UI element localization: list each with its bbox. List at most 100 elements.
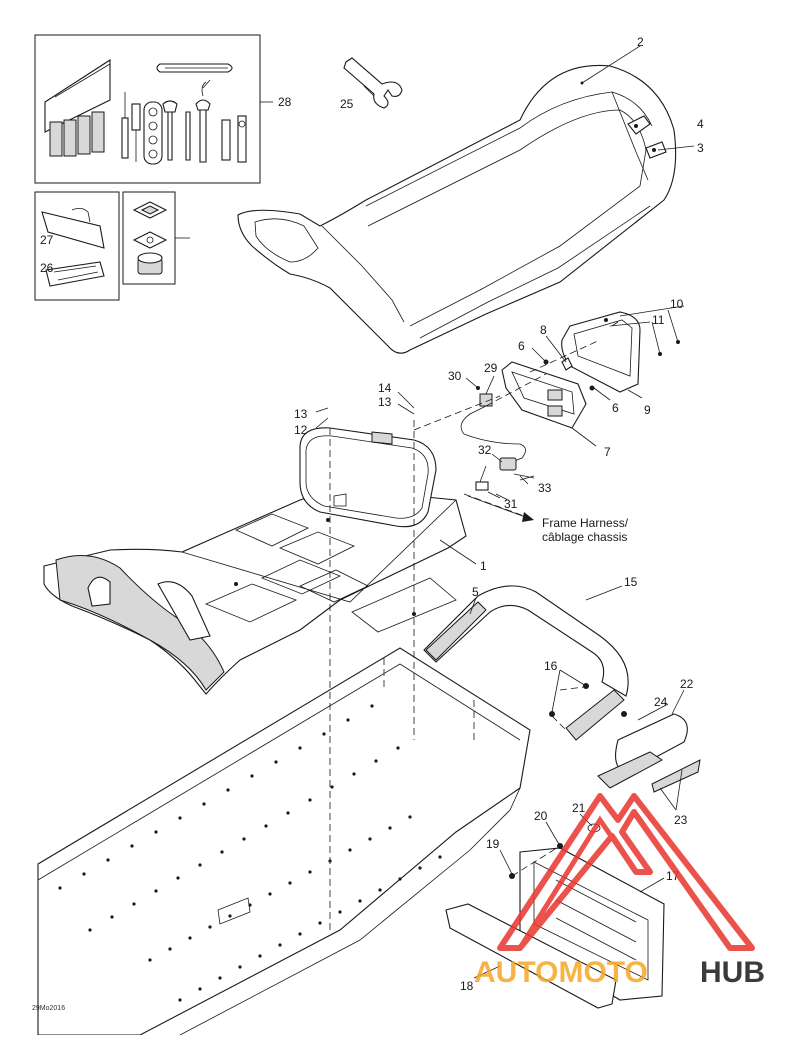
- callout-labels: 2 4 3 10 11 8 6 6 9 7 29 30 32 33 31 14 …: [40, 35, 704, 993]
- callout-20: 21: [572, 801, 586, 815]
- tunnel-hole: [398, 877, 402, 881]
- harness-arrow-line: [467, 495, 529, 519]
- callout-2: 2: [637, 35, 644, 49]
- tunnel-hole: [298, 932, 302, 936]
- tunnel-hole: [348, 848, 352, 852]
- tunnel-hole: [288, 881, 292, 885]
- tunnel-hole: [308, 870, 312, 874]
- tunnel-hole: [220, 850, 224, 854]
- tunnel-hole: [188, 936, 192, 940]
- tunnel-hole: [418, 866, 422, 870]
- belt-tool-box: [34, 191, 120, 301]
- tunnel-hole: [298, 746, 302, 750]
- callout-6-bottom: 6: [612, 401, 619, 415]
- tunnel-hole: [374, 759, 378, 763]
- callout-12-right: 13: [378, 395, 392, 409]
- callout-10: 10: [670, 297, 684, 311]
- callout-19: 20: [534, 809, 548, 823]
- harness-arrow-head: [522, 512, 534, 522]
- tunnel-hole: [322, 732, 326, 736]
- tunnel-hole: [106, 858, 110, 862]
- watermark-text-hub: HUB: [700, 956, 765, 989]
- tunnel-hole: [88, 928, 92, 932]
- tunnel-hole: [318, 921, 322, 925]
- tunnel-hole: [250, 774, 254, 778]
- tunnel-hole: [408, 815, 412, 819]
- callout-5: 5: [472, 585, 479, 599]
- callout-7: 7: [604, 445, 611, 459]
- callout-26: 27: [40, 233, 54, 247]
- tunnel-hole: [278, 943, 282, 947]
- callout-13-left: 13: [294, 407, 308, 421]
- callout-29-bottom: 31: [504, 497, 518, 511]
- tunnel: [37, 647, 531, 1036]
- tunnel-hole: [154, 830, 158, 834]
- callout-4: 4: [697, 117, 704, 131]
- bumper-end-cap: [597, 711, 701, 793]
- leader-lines: [315, 45, 695, 979]
- tunnel-hole: [226, 788, 230, 792]
- tunnel-hole: [258, 954, 262, 958]
- diagram-code: 29Mo2016: [32, 1005, 65, 1012]
- callout-6-top: 6: [518, 339, 525, 353]
- tunnel-hole: [370, 704, 374, 708]
- tunnel-hole: [396, 746, 400, 750]
- tunnel-hole: [154, 889, 158, 893]
- spanner-wrench: [343, 57, 403, 109]
- tunnel-hole: [208, 925, 212, 929]
- tunnel-hole: [242, 837, 246, 841]
- rear-frame: [43, 427, 467, 695]
- watermark-logo-inner: [517, 815, 639, 950]
- callout-11: 11: [652, 313, 665, 327]
- callout-12-left: 12: [294, 423, 308, 437]
- assembly-lines: [329, 339, 601, 930]
- callout-21: 22: [680, 677, 694, 691]
- tunnel-hole: [352, 772, 356, 776]
- tool-kit-box: [34, 34, 273, 184]
- frame-harness-label-en: Frame Harness/: [542, 516, 629, 530]
- tunnel-hole: [238, 965, 242, 969]
- tunnel-hole: [368, 837, 372, 841]
- tunnel-hole: [178, 998, 182, 1002]
- tunnel-hole: [330, 785, 334, 789]
- tunnel-holes: [58, 704, 442, 1002]
- watermark-text-automoto: AUTOMOTO: [474, 956, 648, 989]
- callout-25: 26: [40, 261, 54, 275]
- callout-18: 19: [486, 837, 500, 851]
- tunnel-hole: [148, 958, 152, 962]
- callout-17: 18: [460, 979, 474, 993]
- tunnel-hole: [82, 872, 86, 876]
- callout-9: 9: [644, 403, 651, 417]
- callout-3: 3: [697, 141, 704, 155]
- tunnel-hole: [274, 760, 278, 764]
- tunnel-hole: [198, 863, 202, 867]
- callout-14: 15: [624, 575, 638, 589]
- tunnel-hole: [308, 798, 312, 802]
- frame-harness-label-fr: câblage chassis: [542, 530, 627, 544]
- callout-24: 25: [340, 97, 354, 111]
- callout-23: 24: [654, 695, 668, 709]
- callout-28: 29: [484, 361, 498, 375]
- callout-30: 32: [478, 443, 492, 457]
- seat: [237, 64, 677, 354]
- callout-22: 23: [674, 813, 688, 827]
- tunnel-hole: [264, 824, 268, 828]
- tunnel-hole: [388, 826, 392, 830]
- watermark-logo: AUTOMOTO HUB: [474, 793, 765, 989]
- grab-handle: [423, 585, 629, 741]
- tunnel-hole: [168, 947, 172, 951]
- callout-29-top: 30: [448, 369, 462, 383]
- callout-1: 1: [480, 559, 487, 573]
- callout-27: 28: [278, 95, 292, 109]
- tunnel-hole: [438, 855, 442, 859]
- tunnel-hole: [248, 903, 252, 907]
- tunnel-hole: [358, 899, 362, 903]
- callout-15: 16: [544, 659, 558, 673]
- tunnel-hole: [378, 888, 382, 892]
- tunnel-hole: [58, 886, 62, 890]
- tunnel-hole: [110, 915, 114, 919]
- tunnel-hole: [286, 811, 290, 815]
- tunnel-hole: [130, 844, 134, 848]
